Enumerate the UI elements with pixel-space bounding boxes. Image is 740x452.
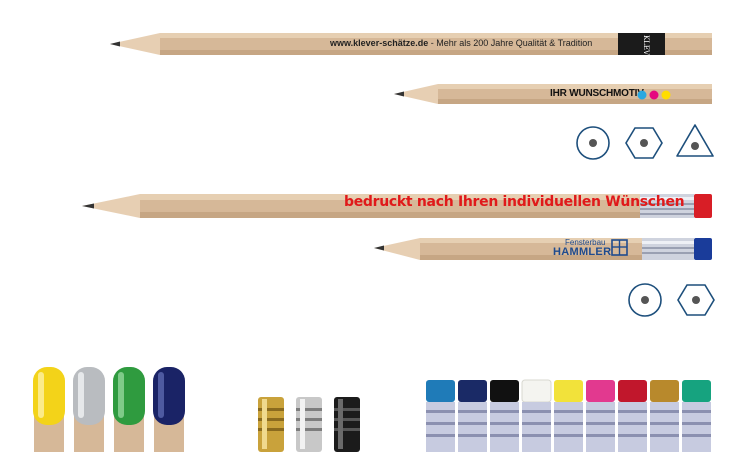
pencil3-label: bedruckt nach Ihren individuellen Wünsch…	[344, 194, 685, 210]
eraser-teal	[682, 380, 711, 452]
pencil1-tagline: - Mehr als 200 Jahre Qualität & Traditio…	[428, 38, 593, 48]
dip-cap-pencils	[33, 367, 185, 452]
dip-cap-green	[113, 367, 145, 452]
eraser-yellow	[554, 380, 583, 452]
pencil1-url: www.klever-schätze.de	[330, 38, 429, 48]
eraser-navy	[458, 380, 487, 452]
ferrule-pencils	[258, 397, 360, 452]
dip-cap-silver	[73, 367, 105, 452]
dip-cap-yellow	[33, 367, 65, 452]
pencil2-label: IHR WUNSCHMOTIV	[550, 88, 644, 99]
pencil-hammler	[374, 238, 712, 260]
eraser-white	[521, 379, 552, 452]
window-logo-icon	[611, 239, 628, 256]
round-shape-icon-2	[628, 283, 662, 317]
ferrule-gold	[258, 397, 284, 452]
pencil4-company-small: Fensterbau	[565, 238, 606, 247]
pencil1-logo-text: KLEVER	[642, 35, 650, 66]
hexagonal-shape-icon-2	[677, 284, 715, 316]
ferrule-black	[334, 397, 360, 452]
eraser-pink	[586, 380, 615, 452]
ferrule-silver	[296, 397, 322, 452]
eraser-blue	[426, 380, 455, 452]
pencil-red-print	[82, 194, 712, 218]
eraser-gold	[650, 380, 679, 452]
pencil-klever	[110, 33, 712, 55]
hexagonal-shape-icon	[625, 127, 663, 159]
cmy-dots-icon	[637, 90, 671, 100]
triangular-shape-icon	[676, 124, 714, 157]
round-shape-icon	[576, 126, 610, 160]
dip-cap-navy	[153, 367, 185, 452]
eraser-red	[618, 380, 647, 452]
eraser-black	[490, 380, 519, 452]
eraser-pencils	[426, 379, 711, 452]
pencil1-imprint: www.klever-schätze.de - Mehr als 200 Jah…	[330, 38, 592, 48]
pencil4-company-big: HAMMLER	[553, 246, 612, 258]
